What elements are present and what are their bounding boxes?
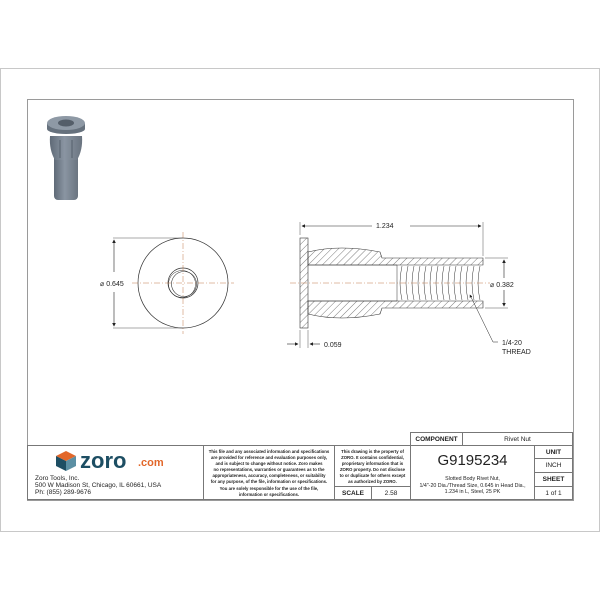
- company-address: 500 W Madison St, Chicago, IL 60661, USA: [35, 482, 162, 489]
- unit-value-cell: INCH: [534, 458, 573, 473]
- part-description-line: Slotted Body Rivet Nut,: [445, 476, 500, 482]
- notice-line: This drawing is the property of: [341, 449, 404, 454]
- disclaimer-line: and is subject to change without notice.…: [215, 461, 323, 467]
- company-phone: Ph: (855) 289-9676: [35, 489, 92, 496]
- zoro-logo-icon: [56, 451, 76, 471]
- disclaimer-line: for any purpose, of the file, informatio…: [210, 479, 328, 485]
- disclaimer-block: This file and any associated information…: [203, 445, 335, 500]
- disclaimer-line: appropriateness, accuracy, completeness,…: [212, 473, 326, 479]
- disclaimer-line: no representations, warranties or guaran…: [213, 467, 325, 473]
- disclaimer-line: This file and any associated information…: [208, 449, 330, 454]
- notice-line: proprietary information that is: [341, 461, 404, 467]
- part-description-line: 1.234 in L, Steel, 25 PK: [444, 489, 501, 495]
- thread-diameter-label: ⌀0.382: [490, 282, 514, 289]
- part-description-line: 1/4"-20 Dia./Thread Size, 0.645 in Head …: [419, 482, 526, 489]
- disclaimer-line: You are solely responsible for the use o…: [219, 485, 319, 491]
- part-number: G9195234: [437, 452, 508, 469]
- front-diameter-label: ⌀0.645: [100, 281, 124, 288]
- property-notice-block: This drawing is the property of ZORO. It…: [334, 445, 411, 487]
- front-view: [112, 232, 234, 334]
- company-name: Zoro Tools, Inc.: [35, 475, 80, 482]
- notice-line: ZORO property. Do not disclose: [339, 467, 406, 473]
- component-value-cell: Rivet Nut: [462, 432, 573, 446]
- company-block: zoro .com Zoro Tools, Inc. 500 W Madison…: [27, 445, 204, 500]
- flange-thickness-label: 0.059: [324, 342, 342, 349]
- logo-word: zoro: [80, 448, 127, 473]
- notice-line: to or duplicate for others except: [339, 473, 406, 479]
- disclaimer-line: are provided for reference and evaluatio…: [211, 455, 327, 461]
- thread-callout-line1: 1/4-20: [502, 340, 522, 347]
- rivet-nut-3d-render-icon: [47, 116, 85, 200]
- scale-value-cell: 2.58: [371, 486, 411, 500]
- drawing-frame: [27, 99, 574, 501]
- sheet-value-cell: 1 of 1: [534, 486, 573, 500]
- unit-label-cell: UNIT: [534, 445, 573, 459]
- notice-line: ZORO. It contains confidential,: [341, 455, 404, 461]
- disclaimer-line: information or specifications.: [238, 491, 300, 497]
- sheet-label-cell: SHEET: [534, 472, 573, 487]
- notice-line: as authorized by ZORO.: [348, 479, 397, 485]
- thread-callout-line2: THREAD: [502, 349, 531, 356]
- component-label-cell: COMPONENT: [410, 432, 463, 446]
- part-info-cell: G9195234 Slotted Body Rivet Nut, 1/4"-20…: [410, 445, 535, 500]
- logo-suffix: .com: [138, 457, 164, 469]
- scale-label-cell: SCALE: [334, 486, 372, 500]
- length-dimension-label: 1.234: [376, 223, 394, 230]
- side-section-view: [287, 222, 508, 348]
